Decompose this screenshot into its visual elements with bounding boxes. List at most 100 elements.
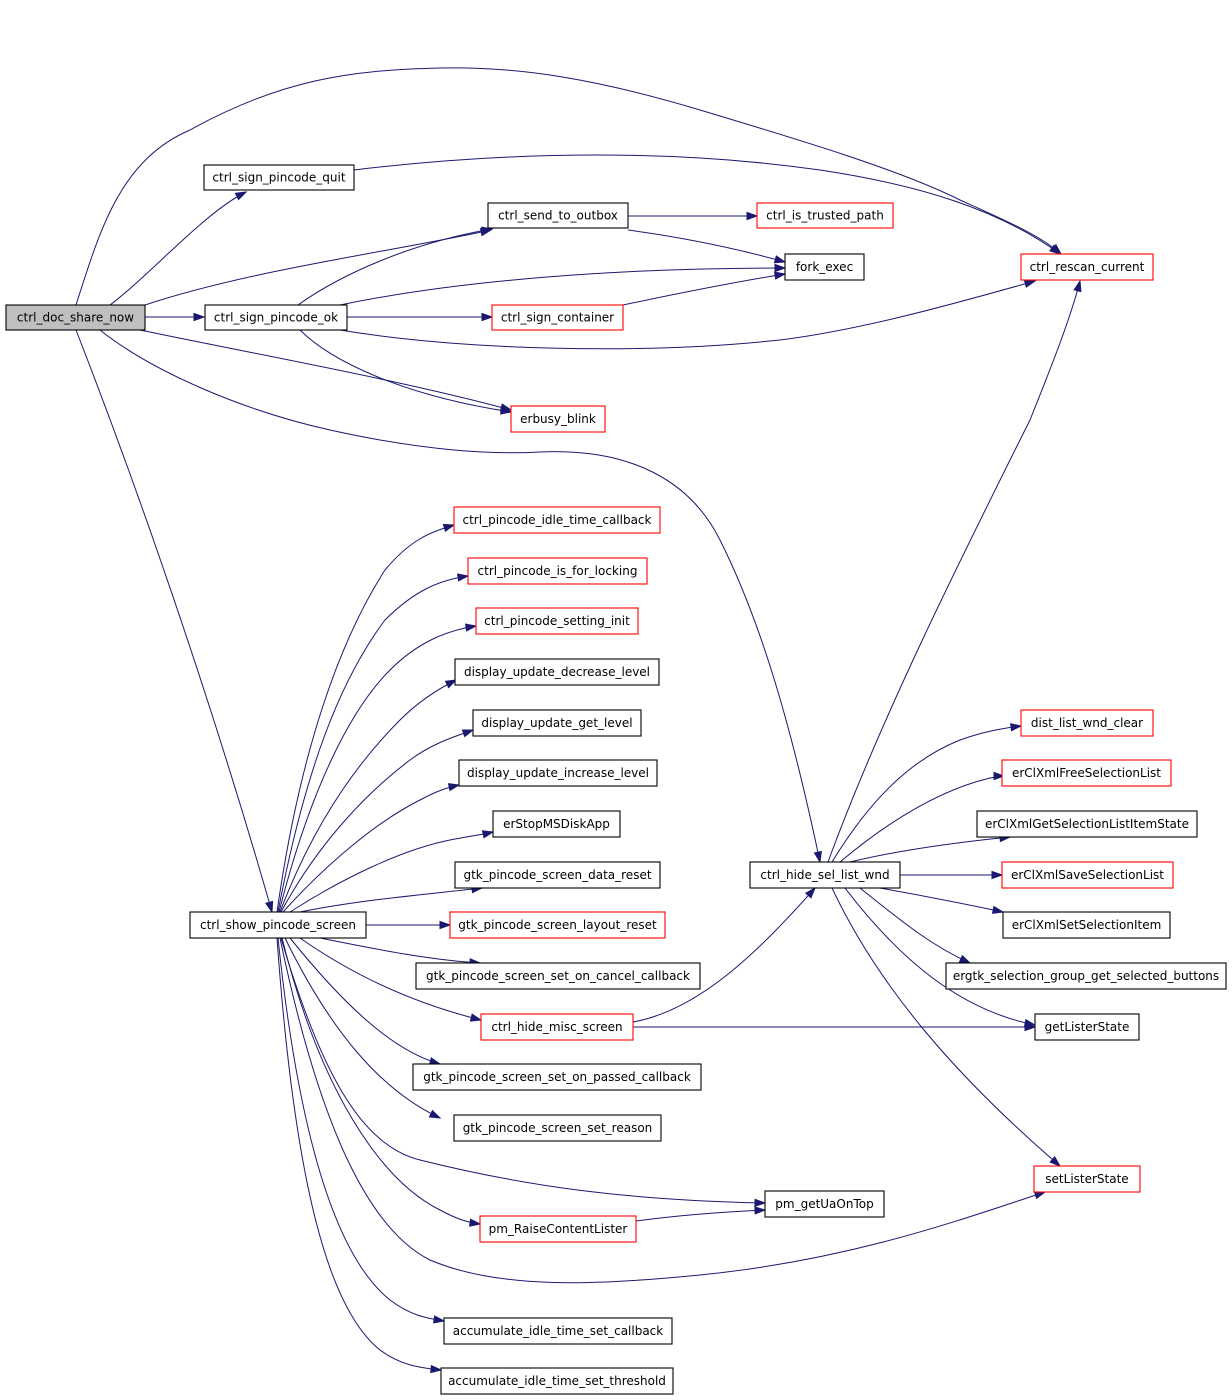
edge-line bbox=[827, 280, 1081, 863]
arrowhead bbox=[481, 312, 494, 322]
node-ctrl-sign-container[interactable]: ctrl_sign_container bbox=[491, 304, 624, 331]
node-ctrl-pincode-setting-init[interactable]: ctrl_pincode_setting_init bbox=[475, 607, 639, 635]
arrowhead bbox=[774, 263, 787, 273]
arrowhead bbox=[773, 255, 787, 264]
node-box bbox=[475, 607, 639, 635]
node-display-update-increase-level[interactable]: display_update_increase_level bbox=[458, 759, 658, 787]
node-ctrl-pincode-is-for-locking[interactable]: ctrl_pincode_is_for_locking bbox=[467, 557, 648, 585]
edge-line bbox=[627, 229, 786, 263]
node-box bbox=[453, 1114, 662, 1142]
node-accumulate-idle-time-set-threshold[interactable]: accumulate_idle_time_set_threshold bbox=[440, 1367, 674, 1395]
edge-line bbox=[844, 887, 1036, 1026]
node-fork-exec[interactable]: fork_exec bbox=[784, 253, 865, 281]
node-box bbox=[1033, 1165, 1141, 1193]
node-display-update-decrease-level[interactable]: display_update_decrease_level bbox=[454, 658, 660, 686]
nodes-layer: ctrl_doc_share_nowctrl_sign_pincode_quit… bbox=[5, 164, 1227, 1395]
arrowhead bbox=[991, 905, 1005, 914]
arrowhead bbox=[991, 870, 1004, 880]
node-ctrl-hide-misc-screen[interactable]: ctrl_hide_misc_screen bbox=[480, 1013, 634, 1041]
arrowhead bbox=[457, 573, 470, 582]
node-label: ergtk_selection_group_get_selected_butto… bbox=[953, 969, 1219, 983]
node-label: ctrl_hide_sel_list_wnd bbox=[760, 868, 889, 882]
node-pm-raisecontentlister[interactable]: pm_RaiseContentLister bbox=[479, 1215, 637, 1243]
arrowhead bbox=[754, 1206, 767, 1215]
node-box bbox=[1001, 861, 1174, 889]
node-gtk-pincode-screen-layout-reset[interactable]: gtk_pincode_screen_layout_reset bbox=[449, 911, 666, 939]
arrowhead bbox=[469, 1013, 483, 1022]
arrowhead bbox=[1049, 244, 1062, 255]
node-box bbox=[1020, 709, 1154, 737]
arrowhead bbox=[469, 1218, 482, 1227]
node-ctrl-rescan-current[interactable]: ctrl_rescan_current bbox=[1020, 253, 1154, 281]
edge-show-to-raise bbox=[281, 937, 482, 1227]
node-label: ctrl_sign_pincode_ok bbox=[214, 311, 338, 325]
edge-ok-to-container bbox=[347, 312, 494, 322]
node-box bbox=[412, 1063, 702, 1091]
node-label: fork_exec bbox=[796, 260, 853, 274]
node-gtk-pincode-screen-data-reset[interactable]: gtk_pincode_screen_data_reset bbox=[454, 861, 661, 889]
node-label: pm_RaiseContentLister bbox=[489, 1222, 628, 1236]
arrowhead bbox=[746, 211, 759, 221]
node-box bbox=[454, 861, 661, 889]
node-ergtk-selection-group-get-selected-buttons[interactable]: ergtk_selection_group_get_selected_butto… bbox=[945, 962, 1227, 990]
node-gtk-pincode-screen-set-on-passed-callback[interactable]: gtk_pincode_screen_set_on_passed_callbac… bbox=[412, 1063, 702, 1091]
node-display-update-get-level[interactable]: display_update_get_level bbox=[472, 709, 642, 737]
edge-line bbox=[879, 887, 1004, 913]
edge-misc-to-hide_sel bbox=[632, 886, 817, 1023]
edge-hide_sel-to-getitem bbox=[849, 833, 1012, 863]
node-erclxmlfreeselectionlist[interactable]: erClXmlFreeSelectionList bbox=[1001, 759, 1172, 787]
edge-line bbox=[276, 937, 442, 1371]
node-box bbox=[467, 557, 648, 585]
node-label: erClXmlSaveSelectionList bbox=[1011, 868, 1164, 882]
arrowhead bbox=[481, 830, 495, 839]
edge-show-to-layout_reset bbox=[366, 920, 452, 930]
node-erclxmlsetselectionitem[interactable]: erClXmlSetSelectionItem bbox=[1002, 911, 1171, 939]
node-erbusy-blink[interactable]: erbusy_blink bbox=[510, 405, 606, 433]
node-label: ctrl_show_pincode_screen bbox=[200, 918, 356, 932]
edge-root-to-blink bbox=[139, 329, 513, 412]
node-erclxmlsaveselectionlist[interactable]: erClXmlSaveSelectionList bbox=[1001, 861, 1174, 889]
node-erstopmsdiskapp[interactable]: erStopMSDiskApp bbox=[492, 810, 621, 838]
node-setlisterstate[interactable]: setListerState bbox=[1033, 1165, 1141, 1193]
node-ctrl-pincode-idle-time-callback[interactable]: ctrl_pincode_idle_time_callback bbox=[453, 506, 661, 534]
node-accumulate-idle-time-set-callback[interactable]: accumulate_idle_time_set_callback bbox=[443, 1317, 673, 1345]
node-gtk-pincode-screen-set-reason[interactable]: gtk_pincode_screen_set_reason bbox=[453, 1114, 662, 1142]
edge-raise-to-ontop bbox=[635, 1206, 767, 1222]
node-ctrl-send-to-outbox[interactable]: ctrl_send_to_outbox bbox=[487, 202, 629, 229]
node-ctrl-sign-pincode-ok[interactable]: ctrl_sign_pincode_ok bbox=[204, 304, 348, 331]
node-getlisterstate[interactable]: getListerState bbox=[1034, 1013, 1140, 1041]
node-box bbox=[5, 304, 146, 331]
node-label: gtk_pincode_screen_set_on_passed_callbac… bbox=[423, 1070, 691, 1084]
edge-show-to-inc bbox=[282, 783, 461, 913]
node-gtk-pincode-screen-set-on-cancel-callback[interactable]: gtk_pincode_screen_set_on_cancel_callbac… bbox=[415, 962, 701, 990]
arrowhead bbox=[234, 191, 248, 201]
arrowhead bbox=[754, 1198, 767, 1207]
edge-line bbox=[849, 836, 1011, 863]
node-label: ctrl_sign_container bbox=[501, 311, 614, 325]
node-ctrl-is-trusted-path[interactable]: ctrl_is_trusted_path bbox=[756, 202, 894, 229]
node-ctrl-sign-pincode-quit[interactable]: ctrl_sign_pincode_quit bbox=[203, 164, 355, 191]
node-box bbox=[487, 202, 629, 229]
node-label: setListerState bbox=[1045, 1172, 1128, 1186]
edge-line bbox=[319, 937, 481, 964]
edge-line bbox=[284, 937, 441, 1119]
edge-line bbox=[339, 267, 786, 306]
edge-show-to-ontop bbox=[280, 937, 767, 1207]
node-label: ctrl_send_to_outbox bbox=[498, 209, 618, 223]
node-box bbox=[458, 759, 658, 787]
node-box bbox=[492, 810, 621, 838]
node-label: gtk_pincode_screen_data_reset bbox=[463, 868, 651, 882]
edge-line bbox=[299, 329, 512, 413]
edge-root-to-hide_sel bbox=[99, 329, 822, 864]
node-box bbox=[1034, 1013, 1140, 1041]
edge-outbox-to-fork bbox=[627, 229, 787, 264]
edge-ok-to-rescan bbox=[339, 279, 1037, 350]
node-ctrl-show-pincode-screen[interactable]: ctrl_show_pincode_screen bbox=[189, 911, 367, 939]
edge-hide_sel-to-setlister bbox=[831, 887, 1062, 1167]
arrowhead bbox=[439, 920, 452, 930]
node-pm-getuaontop[interactable]: pm_getUaOnTop bbox=[764, 1190, 885, 1218]
edge-line bbox=[280, 937, 766, 1204]
node-ctrl-hide-sel-list-wnd[interactable]: ctrl_hide_sel_list_wnd bbox=[749, 861, 901, 889]
node-dist-list-wnd-clear[interactable]: dist_list_wnd_clear bbox=[1020, 709, 1154, 737]
node-erclxmlgetselectionlistitemstate[interactable]: erClXmlGetSelectionListItemState bbox=[976, 810, 1198, 838]
